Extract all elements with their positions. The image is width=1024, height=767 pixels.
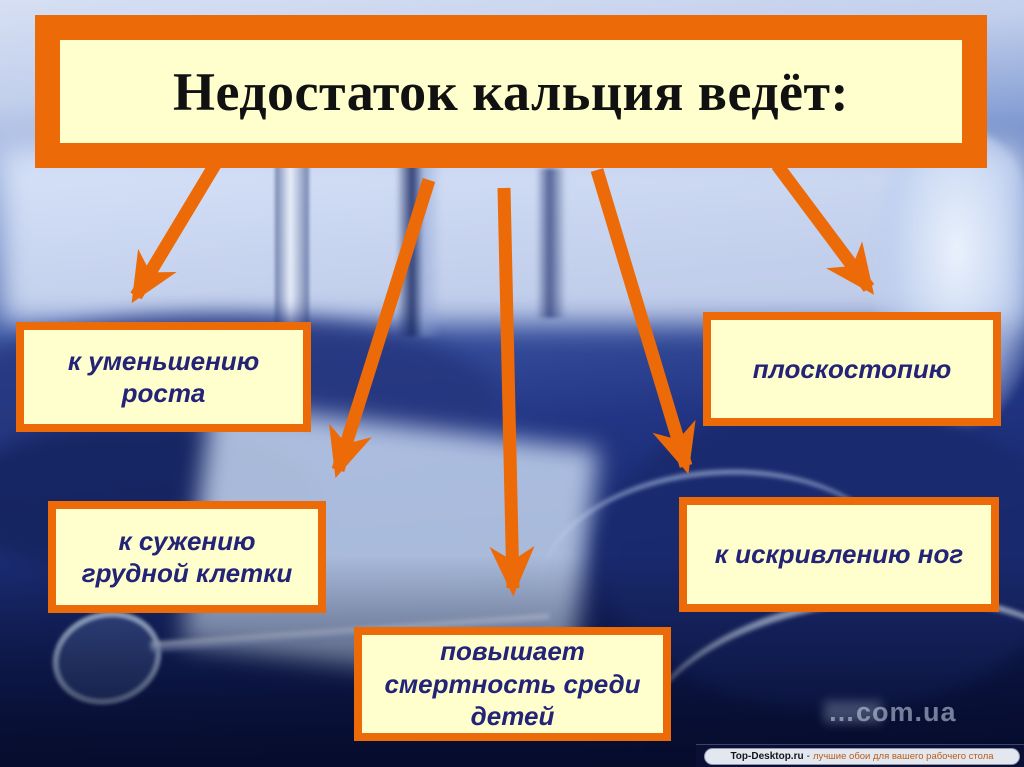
bottle-neck-silhouette	[275, 158, 309, 348]
note-label: плоскостопию	[752, 353, 952, 384]
arrow-to-chest-narrowing	[328, 178, 436, 479]
note-box-leg-curvature: к искривлению ног	[679, 497, 999, 612]
note-box-chest-narrowing: к сужению грудной клетки	[48, 501, 326, 613]
note-label: к искривлению ног	[714, 539, 964, 570]
note-box-reduced-growth: к уменьшению роста	[16, 322, 311, 432]
footer-bar: Top-Desktop.ru - лучшие обои для вашего …	[696, 744, 1024, 767]
footer-separator: -	[806, 751, 810, 762]
slide-title: Недостаток кальция ведёт:	[172, 61, 850, 122]
note-box-child-mortality: повышает смертность среди детей	[354, 627, 671, 741]
site-watermark: …com.ua	[824, 697, 1024, 728]
photo-light-band	[0, 148, 1024, 323]
footer-brand: Top-Desktop.ru	[730, 751, 804, 762]
glass-funnel	[41, 598, 173, 718]
arrow-to-flat-feet	[771, 161, 875, 295]
bottle-neck-silhouette	[396, 162, 442, 337]
title-box: Недостаток кальция ведёт:	[35, 15, 987, 168]
bottle-neck-silhouette	[536, 168, 566, 318]
note-label: повышает смертность среди детей	[384, 636, 641, 732]
arrow-to-reduced-growth	[130, 159, 222, 304]
watermark-smudge	[824, 701, 882, 723]
footer-tagline: лучшие обои для вашего рабочего стола	[812, 751, 994, 762]
top-desktop-credit: Top-Desktop.ru - лучшие обои для вашего …	[704, 748, 1020, 765]
arrow-to-child-mortality	[489, 187, 535, 597]
note-label: к сужению грудной клетки	[81, 525, 293, 589]
arrow-to-leg-curvature	[590, 168, 696, 475]
note-box-flat-feet: плоскостопию	[703, 312, 1001, 426]
note-label: к уменьшению роста	[67, 345, 260, 409]
